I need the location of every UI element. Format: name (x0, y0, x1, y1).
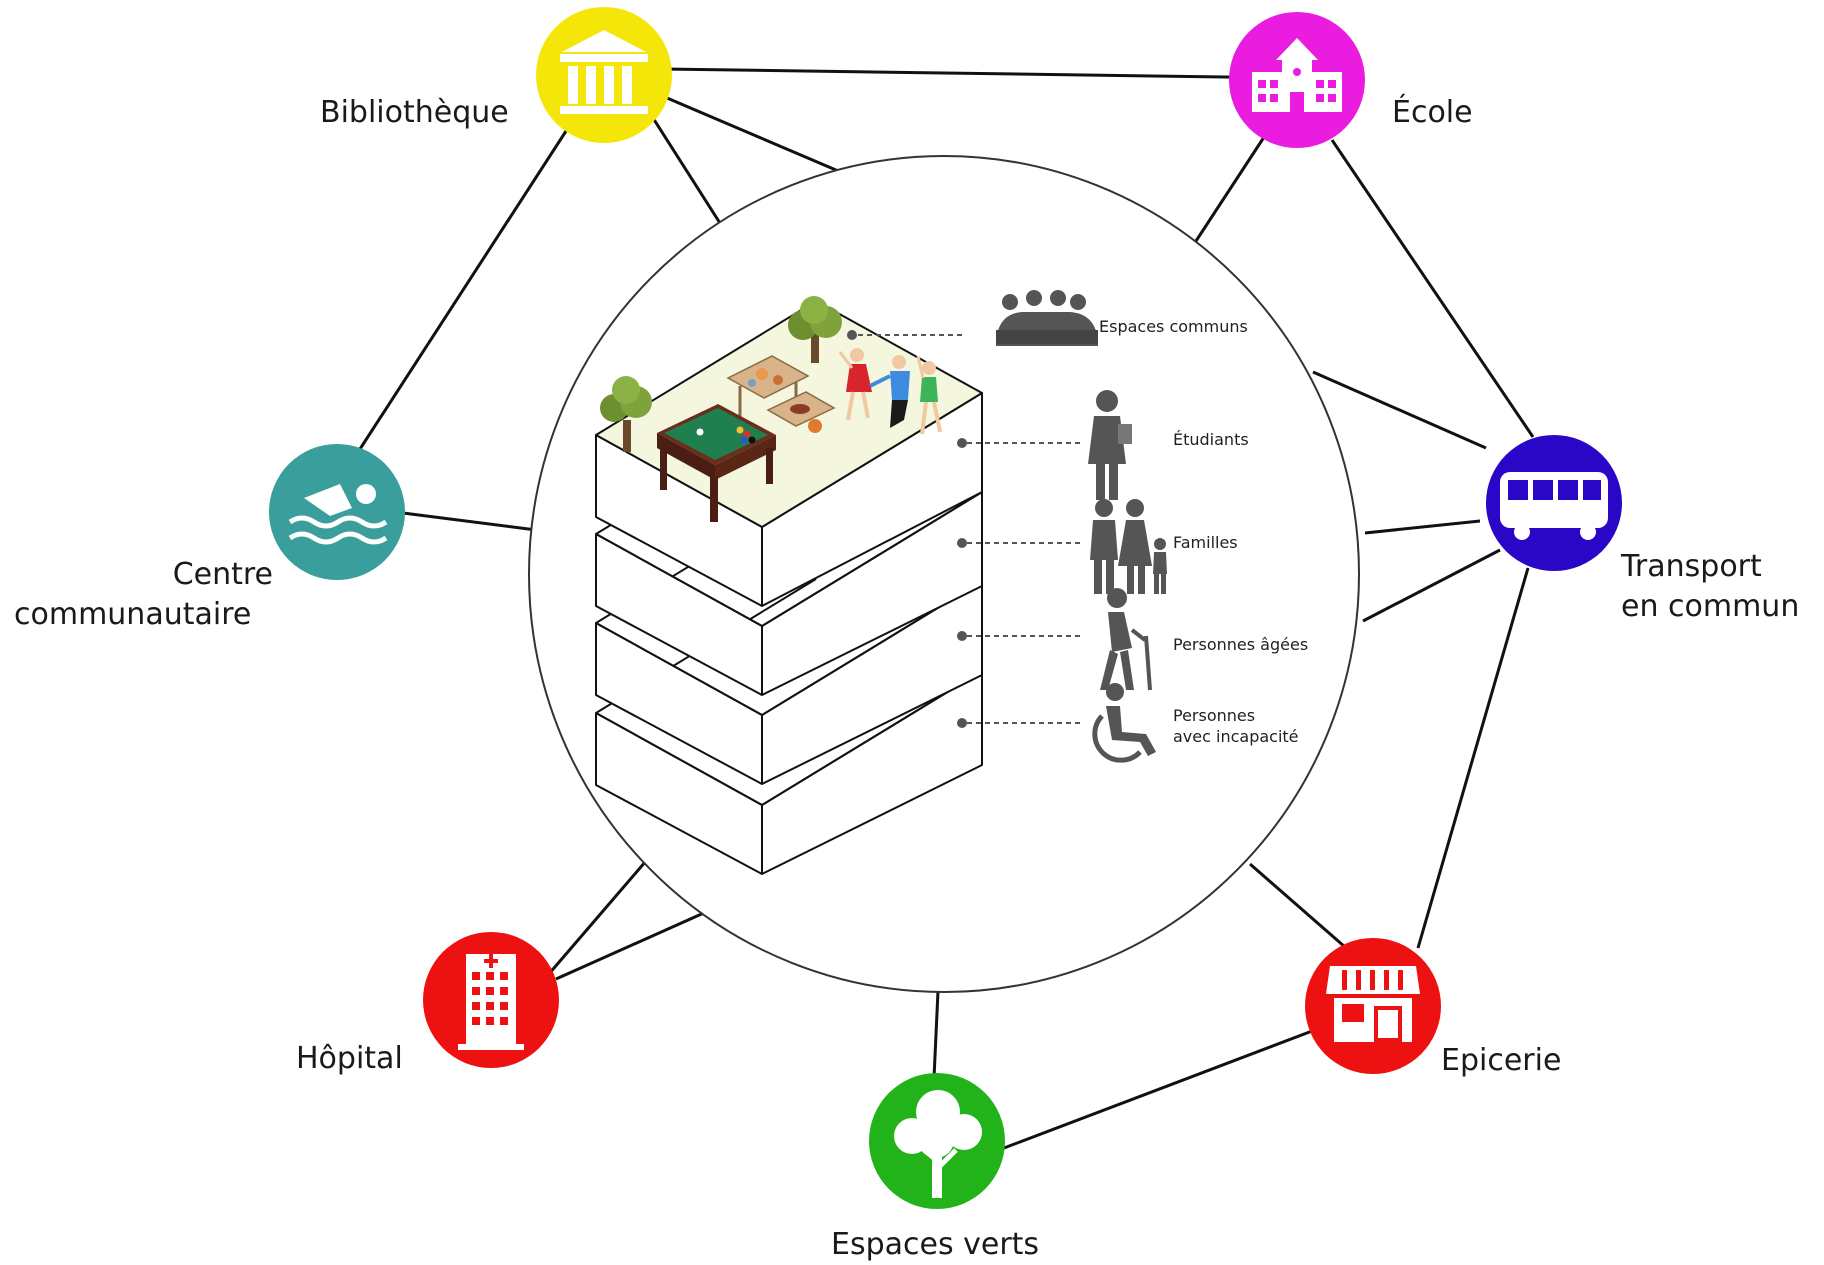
label-etudiants: Étudiants (1173, 430, 1249, 449)
school-icon (1252, 38, 1342, 112)
label-espaces-communs: Espaces communs (1099, 317, 1248, 336)
node-centre (269, 444, 405, 580)
line-bibliotheque-ecole (594, 66, 1297, 80)
line-bibliotheque-circle-a (659, 93, 851, 178)
elderly-icon (1100, 588, 1152, 691)
bus-icon (1500, 472, 1608, 540)
label-personnes-incapacite-line1: Personnes (1173, 706, 1256, 725)
label-personnes-agees: Personnes âgées (1173, 635, 1309, 654)
student-icon (1088, 390, 1132, 500)
line-transport-circle-a (1312, 370, 1487, 450)
node-bibliotheque (536, 7, 672, 143)
label-transport-line1: Transport (1621, 549, 1762, 584)
node-hopital (423, 932, 559, 1068)
label-hopital: Hôpital (296, 1041, 403, 1076)
line-centre-circle (402, 511, 537, 532)
pool-table-icon (657, 404, 776, 522)
line-transport-epicerie (1416, 567, 1530, 949)
label-espaces-verts: Espaces verts (831, 1227, 1040, 1262)
family-icon (1090, 499, 1167, 594)
line-circle-espaces-verts (932, 990, 940, 1079)
line-bibliotheque-centre (358, 127, 570, 450)
label-transport-line2: en commun (1621, 589, 1800, 624)
layer-leaders (858, 334, 1082, 724)
line-circle-hopital-a (546, 860, 648, 976)
label-centre-line2: communautaire (14, 597, 252, 632)
hospital-icon (458, 954, 524, 1050)
label-bibliotheque: Bibliothèque (320, 95, 509, 130)
label-centre-line1: Centre (172, 557, 273, 592)
line-ecole-circle (1194, 130, 1270, 242)
library-icon (560, 30, 648, 114)
dancing-person-icon (869, 355, 910, 428)
connection-lines (358, 66, 1535, 1150)
dancing-person-icon (838, 348, 872, 421)
swimmer-icon (288, 484, 388, 545)
label-familles: Familles (1173, 533, 1238, 552)
node-espaces-verts (869, 1073, 1005, 1209)
node-epicerie (1305, 938, 1441, 1074)
dancing-person-icon (916, 355, 942, 435)
tree-icon (894, 1090, 982, 1198)
rooftop-tree-icon (600, 376, 652, 452)
store-icon (1326, 966, 1420, 1042)
line-ecole-transport (1330, 139, 1535, 438)
rooftop-tree-icon (788, 296, 842, 363)
meeting-icon (996, 290, 1098, 346)
layer-leader-dots (847, 330, 967, 728)
line-epicerie-espaces-verts (1003, 1026, 1321, 1150)
label-epicerie: Epicerie (1441, 1043, 1562, 1078)
picnic-table-icon (726, 355, 836, 433)
label-ecole: École (1392, 95, 1473, 130)
line-circle-epicerie (1249, 862, 1346, 949)
rooftop-illustration (600, 296, 942, 522)
label-personnes-incapacite-line2: avec incapacité (1173, 727, 1299, 746)
line-bibliotheque-circle-b (651, 117, 727, 232)
node-transport (1486, 435, 1622, 571)
wheelchair-icon (1092, 683, 1156, 763)
line-transport-circle-c (1362, 548, 1501, 623)
node-ecole (1229, 12, 1365, 148)
line-circle-hopital-b (555, 910, 707, 981)
line-transport-circle-b (1364, 519, 1481, 535)
